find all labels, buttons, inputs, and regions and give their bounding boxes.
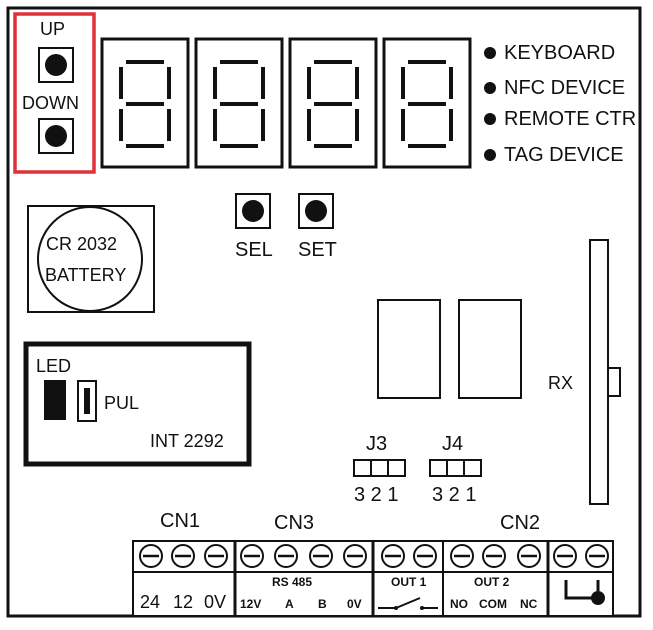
j4-label: J4	[442, 433, 464, 455]
display-digit-3	[288, 37, 378, 169]
indicator-label-remote: REMOTE CTR	[504, 108, 637, 130]
indicator-led-remote	[484, 113, 496, 125]
relay-2	[458, 299, 522, 399]
rx-module	[589, 239, 609, 505]
indicator-led-tag	[484, 149, 496, 161]
int-module-box	[23, 341, 252, 467]
cn1-pin-12: 12	[173, 592, 194, 612]
cn3-pin-12v: 12V	[240, 597, 262, 611]
out2-label: OUT 2	[474, 575, 510, 589]
relay-1	[377, 299, 441, 399]
cn3-title: RS 485	[272, 575, 313, 589]
sel-button[interactable]	[235, 193, 271, 229]
indicator-led-nfc	[484, 82, 496, 94]
int-model-label: INT 2292	[150, 431, 224, 451]
up-button[interactable]	[38, 47, 74, 83]
cn3-pin-a: A	[285, 597, 294, 611]
updown-highlight-frame	[13, 12, 96, 174]
seven-segment-display	[100, 37, 472, 169]
rx-label: RX	[548, 373, 574, 393]
battery-label: BATTERY	[45, 265, 127, 285]
j3-pin-numbers: 3 2 1	[354, 484, 399, 506]
battery-type-label: CR 2032	[46, 234, 118, 254]
set-button[interactable]	[298, 193, 334, 229]
out1-switch-symbol	[378, 597, 438, 610]
down-button-label: DOWN	[22, 93, 79, 113]
display-digit-2	[194, 37, 284, 169]
battery-holder	[27, 205, 155, 313]
cn1-label: CN1	[160, 510, 201, 532]
cn3-pin-0v: 0V	[347, 597, 362, 611]
indicator-label-nfc: NFC DEVICE	[504, 77, 626, 99]
set-button-label: SET	[298, 239, 337, 261]
cn3-pin-b: B	[318, 597, 327, 611]
out2-pin-com: COM	[479, 597, 507, 611]
out2-pin-no: NO	[450, 597, 468, 611]
indicator-label-tag: TAG DEVICE	[504, 144, 624, 166]
battery-cell	[37, 206, 143, 312]
pul-label: PUL	[104, 393, 140, 413]
cn3-label: CN3	[274, 512, 315, 534]
display-digit-1	[100, 37, 190, 169]
cn2-contact-symbol	[564, 580, 605, 605]
led-label: LED	[36, 356, 72, 376]
jumper-j4-pins	[429, 459, 482, 477]
indicator-led-keyboard	[484, 47, 496, 59]
cn1-pin-0v: 0V	[204, 592, 227, 612]
indicator-label-keyboard: KEYBOARD	[504, 42, 616, 64]
sel-button-label: SEL	[235, 239, 273, 261]
cn1-pin-24: 24	[140, 592, 161, 612]
cn2-label: CN2	[500, 512, 541, 534]
j3-label: J3	[366, 433, 388, 455]
out1-label: OUT 1	[391, 575, 427, 589]
down-button[interactable]	[38, 118, 74, 154]
led-component	[44, 380, 66, 420]
jumper-j3-pins	[353, 459, 406, 477]
terminal-strip	[132, 540, 614, 617]
j4-pin-numbers: 3 2 1	[432, 484, 477, 506]
display-digit-4	[382, 37, 472, 169]
up-button-label: UP	[40, 19, 66, 39]
out2-pin-nc: NC	[520, 597, 538, 611]
